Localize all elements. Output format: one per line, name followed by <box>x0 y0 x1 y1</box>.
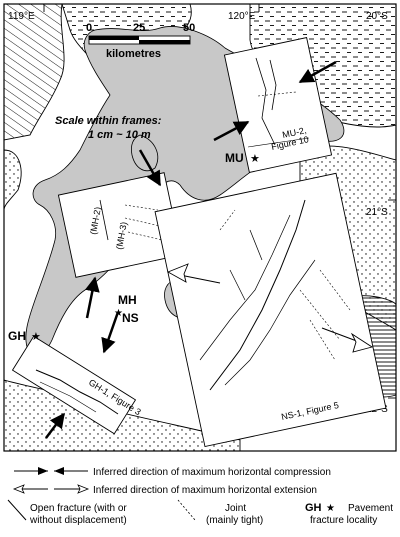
legend-pavement-symbol: GH <box>305 502 322 514</box>
lon-label-119: 119°E <box>8 11 35 22</box>
extension-arrow-right-icon <box>77 484 90 494</box>
legend-pavement-star-icon: ★ <box>326 503 335 514</box>
locality-mu-star-icon: ★ <box>250 153 260 165</box>
legend-joint-line1: Joint <box>225 503 246 514</box>
frame-mh2-label: (MH-2) <box>88 206 103 235</box>
legend-pavement-line2: fracture locality <box>310 515 377 526</box>
lon-label-120: 120°E <box>228 11 256 22</box>
scale-tick-50: 50 <box>183 22 195 34</box>
lat-label-20: 20°S <box>366 11 388 22</box>
legend-joint-line2: (mainly tight) <box>206 515 263 526</box>
locality-mh-label: MH <box>118 293 137 307</box>
scale-tick-0: 0 <box>86 22 92 34</box>
hatched-unit-west <box>3 3 65 141</box>
dotted-unit-west <box>3 149 22 211</box>
scale-unit: kilometres <box>106 48 161 60</box>
compression-arrows <box>45 60 337 439</box>
scale-tick-25: 25 <box>133 22 145 34</box>
frame-mh: (MH-2) (MH-3) <box>57 172 183 278</box>
locality-gh-label: GH <box>8 329 26 343</box>
locality-mh-star-icon: ★ <box>114 308 123 319</box>
frame-ns1: NS-1, Figure 5 <box>154 172 387 448</box>
legend-compression-label: Inferred direction of maximum horizontal… <box>93 467 331 478</box>
scale-note-line1: Scale within frames: <box>55 115 162 127</box>
compression-arrow-right-icon <box>38 467 48 475</box>
open-fracture-symbol-icon <box>7 499 27 521</box>
localities: MU ★ MH ★ NS GH ★ <box>8 151 260 343</box>
legend-pavement-line1: Pavement <box>348 503 393 514</box>
legend: Inferred direction of maximum horizontal… <box>7 467 393 526</box>
extension-arrows <box>166 263 374 353</box>
scale-bar: 0 25 50 kilometres <box>86 22 195 60</box>
locality-gh-star-icon: ★ <box>31 331 41 343</box>
joint-symbol-icon <box>177 499 196 521</box>
locality-ns-label: NS <box>122 311 139 325</box>
scale-note-line2: 1 cm ~ 10 m <box>88 129 151 141</box>
lat-label-21: 21°S <box>366 207 388 218</box>
legend-open-fracture-line1: Open fracture (with or <box>30 503 127 514</box>
compression-arrow-left-icon <box>54 467 64 475</box>
legend-open-fracture-line2: without displacement) <box>29 515 127 526</box>
legend-extension-label: Inferred direction of maximum horizontal… <box>93 485 317 496</box>
extension-arrow-left-icon <box>12 484 25 494</box>
frame-mh3-label: (MH-3) <box>114 221 129 250</box>
locality-mu-label: MU <box>225 151 244 165</box>
frame-mu2-label-line1: MU-2, <box>281 125 307 140</box>
